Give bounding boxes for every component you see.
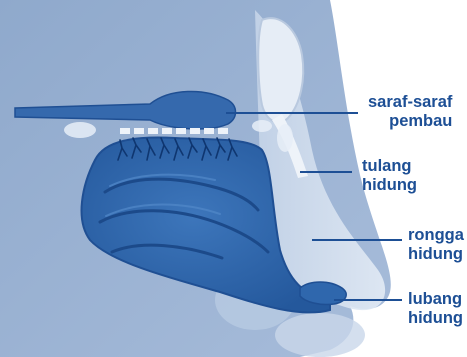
label-nasal-cavity-line2: hidung (408, 245, 464, 264)
label-nasal-bone-line1: tulang (362, 157, 417, 176)
label-nasal-bone: tulang hidung (362, 157, 417, 195)
label-olfactory-nerves-line2: pembau (368, 112, 452, 131)
label-nostril: lubang hidung (408, 290, 463, 328)
label-nasal-bone-line2: hidung (362, 176, 417, 195)
label-nostril-line2: hidung (408, 309, 463, 328)
label-nasal-cavity-line1: rongga (408, 226, 464, 245)
label-nostril-line1: lubang (408, 290, 463, 309)
label-nasal-cavity: rongga hidung (408, 226, 464, 264)
upper-lip-shape (275, 313, 365, 357)
label-olfactory-nerves: saraf-saraf pembau (368, 93, 452, 131)
label-olfactory-nerves-line1: saraf-saraf (368, 93, 452, 112)
